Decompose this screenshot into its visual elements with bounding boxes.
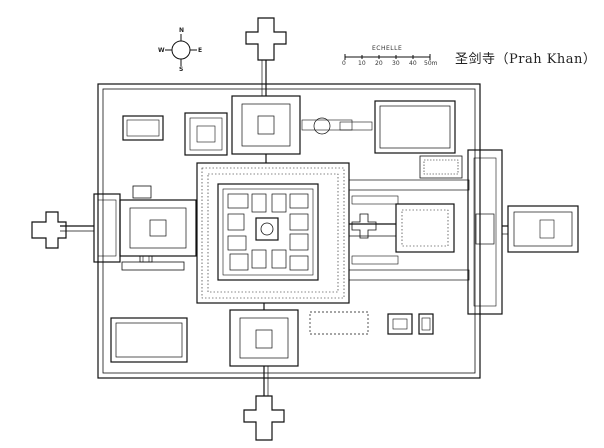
north-west-annex [122,115,164,141]
west-entrance-cross [31,211,67,249]
south-gallery [309,311,369,335]
south-east-annex-1 [387,313,413,335]
scale-tick-50: 50m [424,60,438,67]
scale-tick-30: 30 [392,60,400,67]
scale-tick-10: 10 [358,60,366,67]
east-annex-top [419,155,463,179]
scale-tick-40: 40 [409,60,417,67]
scale-tick-20: 20 [375,60,383,67]
scale-tick-0: 0 [342,60,346,67]
east-gopura [467,149,503,315]
scale-label: ECHELLE [372,45,403,52]
north-east-basin [374,100,456,154]
compass-icon [165,34,197,66]
east-cross-shrine [351,213,377,239]
compass-north-label: N [179,27,185,34]
north-library [184,112,228,156]
compass-south-label: S [179,66,184,73]
east-terrace [507,205,579,253]
east-hall [395,203,455,253]
central-tower [255,217,279,241]
south-entrance-cross [243,395,285,441]
outer-enclosure-wall-inner [102,88,476,374]
south-east-annex-2 [418,313,434,335]
central-enclosure [196,162,350,304]
scale-bar [344,54,431,60]
west-gopura [119,199,197,257]
compass-east-label: E [198,47,203,54]
south-west-basin [110,317,188,363]
compass-west-label: W [158,47,165,54]
diagram-title: 圣剑寺（Prah Khan） [455,52,597,67]
inner-sanctuary-enclosure [217,183,319,281]
north-entrance-cross [245,17,287,61]
